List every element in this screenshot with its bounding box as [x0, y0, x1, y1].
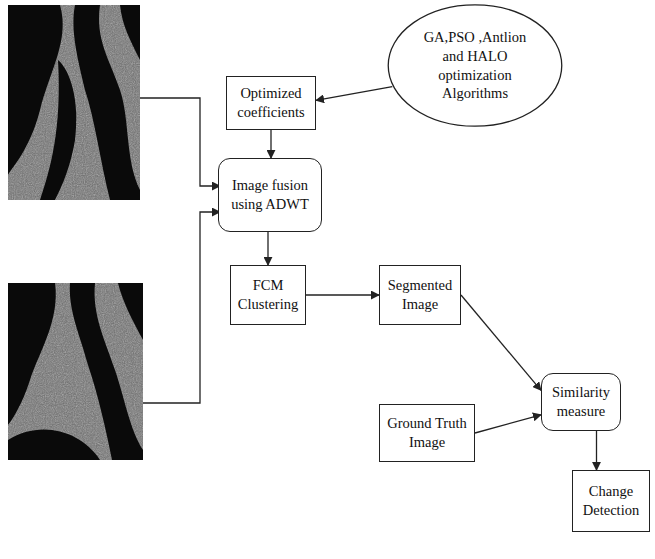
node-label: Change Detection	[576, 482, 646, 520]
flow-arrow	[267, 232, 268, 265]
node-label: GA,PSO ,Antlion and HALO optimization Al…	[409, 28, 541, 103]
process-box: Ground Truth Image	[379, 404, 475, 462]
optimizer-ellipse: GA,PSO ,Antlion and HALO optimization Al…	[387, 4, 563, 127]
node-label: Image fusion using ADWT	[222, 176, 318, 214]
image-input-line	[140, 98, 220, 186]
node-label: Similarity measure	[545, 383, 617, 421]
process-box: Segmented Image	[379, 265, 461, 325]
output-box: Change Detection	[572, 470, 650, 532]
node-label: FCM Clustering	[234, 276, 302, 314]
node-label: Segmented Image	[383, 276, 457, 314]
flow-arrow	[270, 130, 271, 158]
sar-image-before	[8, 5, 140, 200]
ellipse-outline	[387, 4, 563, 127]
flow-arrow	[306, 294, 379, 295]
node-label: Ground Truth Image	[383, 414, 471, 452]
flow-arrow	[596, 431, 597, 470]
similarity-box: Similarity measure	[541, 373, 621, 431]
image-input-line	[143, 212, 220, 403]
process-box: Optimized coefficients	[226, 76, 316, 130]
process-box: FCM Clustering	[230, 265, 306, 325]
flow-arrow	[475, 415, 541, 433]
fusion-box: Image fusion using ADWT	[218, 158, 322, 232]
flow-arrow	[316, 87, 392, 101]
flow-arrow	[461, 295, 541, 390]
node-label: Optimized coefficients	[230, 84, 312, 122]
sar-image-after	[8, 283, 143, 460]
